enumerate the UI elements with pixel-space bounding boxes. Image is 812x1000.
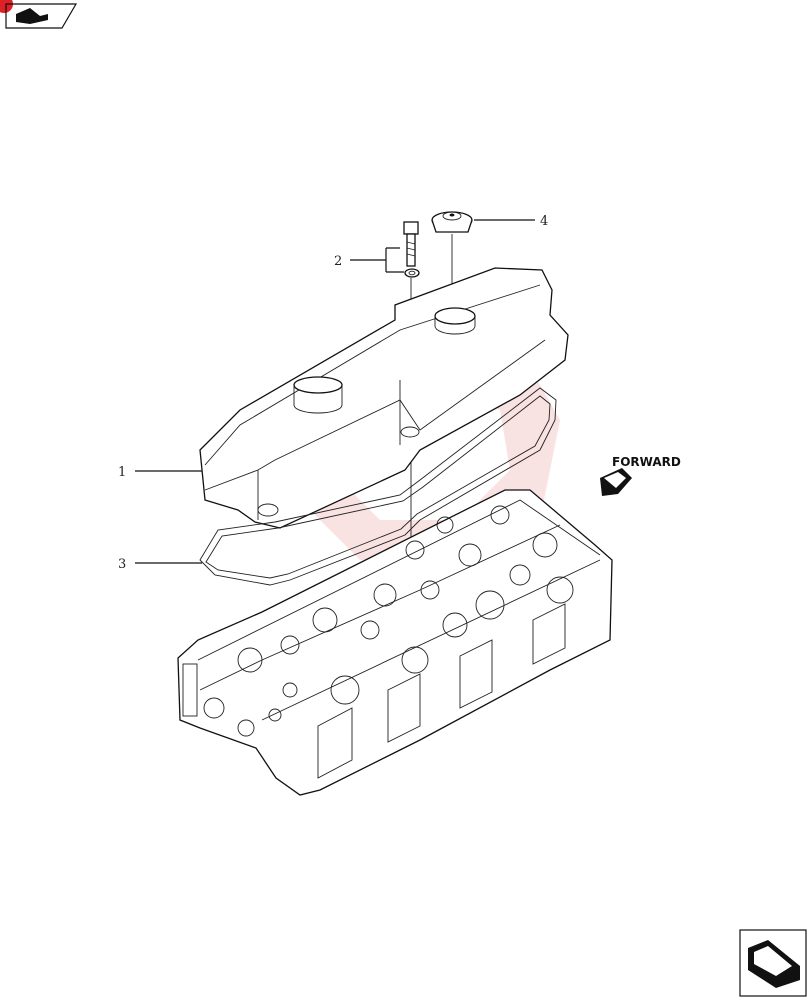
previous-page-button[interactable] <box>0 0 78 29</box>
oil-filler-cap <box>431 211 473 233</box>
forward-indicator: FORWARD <box>600 455 681 496</box>
nav-box <box>739 929 807 997</box>
valve-cover <box>199 267 569 529</box>
callout-number-4: 4 <box>540 214 548 229</box>
next-page-button[interactable] <box>739 929 807 997</box>
forward-label: FORWARD <box>612 455 681 469</box>
bolt-and-washer <box>403 221 420 278</box>
previous-page-arrow-icon <box>16 8 48 24</box>
head-ports <box>237 505 574 722</box>
callout-2-leader <box>350 247 404 273</box>
callout-number-1: 1 <box>118 465 126 480</box>
callout-number-3: 3 <box>118 557 126 572</box>
nav-frame <box>5 3 78 29</box>
cover-gasket <box>199 387 557 586</box>
callout-number-2: 2 <box>334 254 342 269</box>
cylinder-head <box>177 489 613 796</box>
